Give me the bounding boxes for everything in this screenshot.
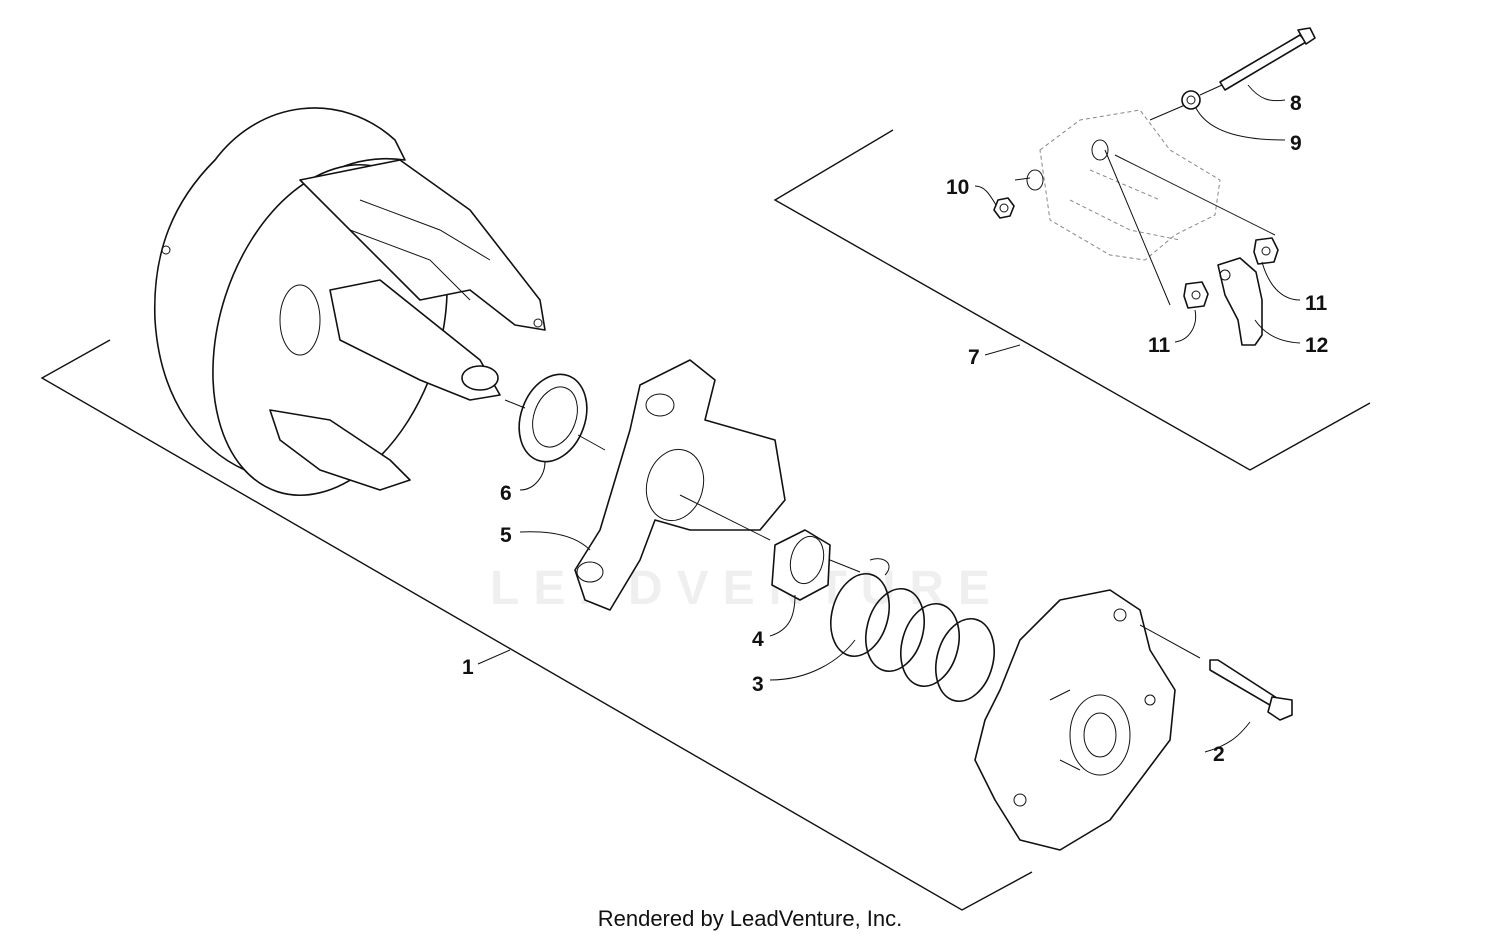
spring-item-3 — [830, 558, 995, 703]
plate-item-11-right — [1253, 237, 1279, 265]
weight-item-12 — [1217, 257, 1263, 346]
clutch-cover-plate — [974, 589, 1176, 851]
clutch-sheave-housing — [153, 107, 546, 497]
watermark-text: LEADVENTURE — [490, 562, 1004, 615]
plate-item-11-left — [1183, 281, 1209, 309]
washer-item-9 — [1181, 90, 1201, 110]
footer-credit: Rendered by LeadVenture, Inc. — [598, 906, 903, 931]
nut-item-10 — [993, 197, 1015, 219]
callout-11-left: 11 — [1148, 334, 1171, 357]
callout-10: 10 — [946, 176, 969, 199]
weight-arm-ghost — [1014, 84, 1276, 306]
callout-5: 5 — [500, 524, 512, 547]
callout-1: 1 — [462, 656, 474, 679]
callout-3: 3 — [752, 673, 764, 696]
callout-11-right: 11 — [1305, 292, 1328, 315]
callout-6: 6 — [500, 482, 512, 505]
washer-item-6 — [504, 373, 606, 463]
spider-item-5 — [574, 359, 786, 611]
bolt-item-8 — [1219, 27, 1316, 91]
assembly-bracket-7 — [773, 129, 1371, 471]
bolt-item-2 — [1139, 624, 1293, 721]
leader-lines — [477, 84, 1301, 753]
bushing-item-4 — [771, 529, 861, 601]
callout-2: 2 — [1213, 743, 1225, 766]
callout-9: 9 — [1290, 132, 1302, 155]
assembly-bracket-1 — [40, 339, 1033, 911]
callout-12: 12 — [1305, 334, 1328, 357]
callout-8: 8 — [1290, 92, 1302, 115]
callout-7: 7 — [968, 346, 980, 369]
callout-4: 4 — [752, 628, 764, 651]
